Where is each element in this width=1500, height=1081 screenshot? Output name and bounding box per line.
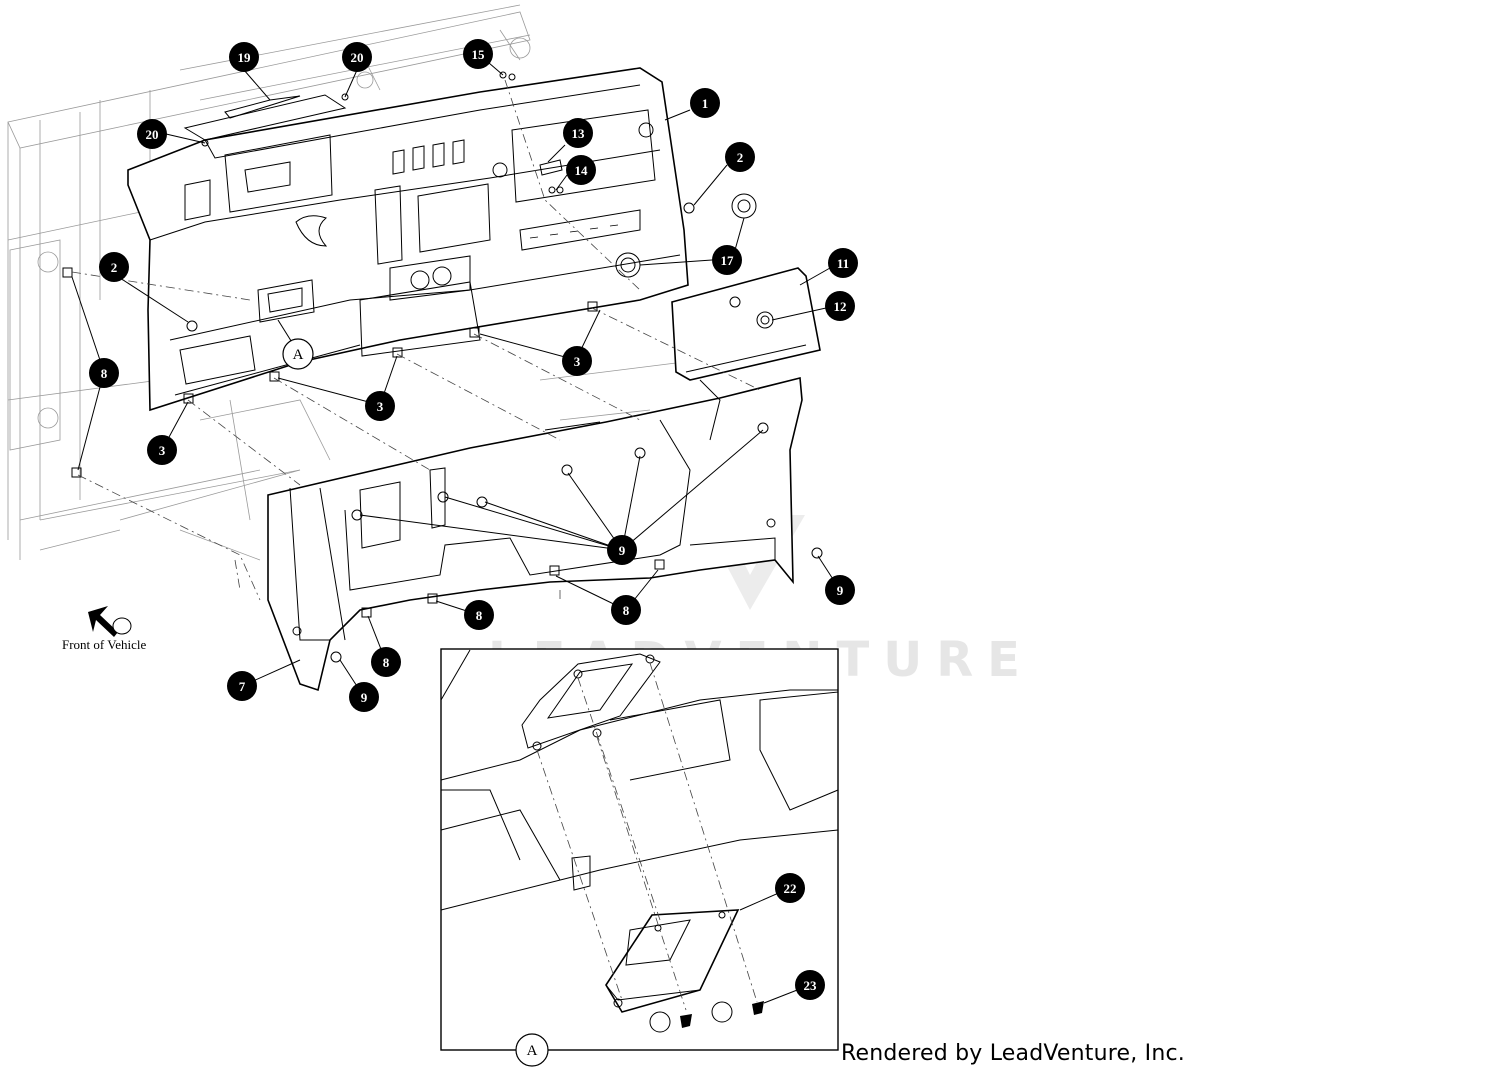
callout-9-bottom: 9 — [349, 682, 379, 712]
callout-20-left: 20 — [137, 119, 167, 149]
callout-19: 19 — [229, 42, 259, 72]
svg-text:20: 20 — [351, 50, 364, 65]
svg-text:20: 20 — [146, 127, 159, 142]
callout-2-left: 2 — [99, 252, 129, 282]
callout-3-left: 3 — [147, 435, 177, 465]
callout-17: 17 — [712, 245, 742, 275]
callout-20-top: 20 — [342, 42, 372, 72]
detail-a-label: A — [527, 1043, 538, 1059]
svg-text:11: 11 — [837, 256, 849, 271]
svg-text:1: 1 — [702, 96, 709, 111]
svg-text:3: 3 — [159, 443, 166, 458]
callout-2-right: 2 — [725, 142, 755, 172]
svg-text:12: 12 — [834, 299, 847, 314]
svg-text:14: 14 — [575, 163, 589, 178]
callout-9-right: 9 — [825, 575, 855, 605]
detail-view-a — [440, 648, 839, 1051]
callout-11: 11 — [828, 248, 858, 278]
callout-14: 14 — [566, 155, 596, 185]
svg-text:9: 9 — [619, 543, 626, 558]
front-of-vehicle-label: Front of Vehicle — [62, 637, 146, 652]
grab-handle — [183, 94, 347, 141]
svg-text:9: 9 — [837, 583, 844, 598]
callout-7: 7 — [227, 671, 257, 701]
detail-a-marker — [282, 338, 314, 370]
detail-a-label-circle — [515, 1033, 549, 1067]
callout-8-left: 8 — [89, 358, 119, 388]
svg-text:8: 8 — [101, 366, 108, 381]
callout-1: 1 — [690, 88, 720, 118]
front-arrow-icon — [88, 606, 132, 637]
vehicle-frame — [7, 4, 701, 561]
callout-23: 23 — [795, 970, 825, 1000]
svg-text:8: 8 — [476, 608, 483, 623]
glove-box-lid — [671, 267, 821, 381]
dash-panel — [127, 67, 689, 412]
callout-3-right: 3 — [562, 346, 592, 376]
callout-22: 22 — [775, 873, 805, 903]
svg-text:8: 8 — [623, 603, 630, 618]
footer-credit: Rendered by LeadVenture, Inc. — [841, 1041, 1185, 1066]
callout-9-center: 9 — [607, 535, 637, 565]
svg-text:3: 3 — [377, 399, 384, 414]
callout-13: 13 — [563, 118, 593, 148]
callout-8-center: 8 — [464, 600, 494, 630]
callout-8-right: 8 — [611, 595, 641, 625]
svg-text:13: 13 — [572, 126, 586, 141]
svg-text:23: 23 — [804, 978, 818, 993]
svg-text:22: 22 — [784, 881, 797, 896]
svg-text:17: 17 — [721, 253, 735, 268]
callout-15: 15 — [463, 39, 493, 69]
lower-dash-panel — [267, 376, 803, 692]
callout-3-middle: 3 — [365, 391, 395, 421]
callout-12: 12 — [825, 291, 855, 321]
svg-text:9: 9 — [361, 690, 368, 705]
fasteners — [62, 71, 823, 663]
svg-text:8: 8 — [383, 655, 390, 670]
svg-text:19: 19 — [238, 50, 252, 65]
callout-8-bottom: 8 — [371, 647, 401, 677]
svg-text:15: 15 — [472, 47, 486, 62]
svg-text:2: 2 — [111, 260, 118, 275]
alignment-lines — [71, 79, 761, 601]
svg-text:2: 2 — [737, 150, 744, 165]
svg-text:7: 7 — [239, 679, 246, 694]
svg-text:3: 3 — [574, 354, 581, 369]
detail-a-marker-label: A — [293, 347, 304, 363]
